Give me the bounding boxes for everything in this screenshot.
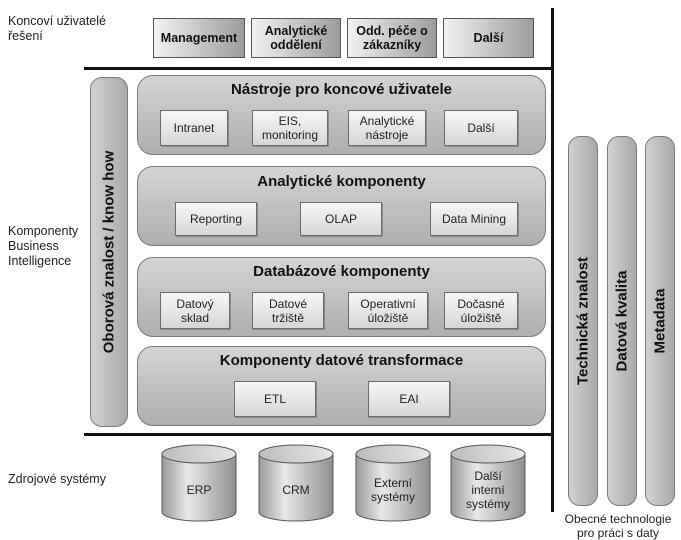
- technical-knowledge-label: Technická znalost: [574, 256, 592, 386]
- data-quality-bar: Datová kvalita: [607, 136, 637, 506]
- source-system-external: Externí systémy: [355, 444, 431, 522]
- component-olap: OLAP: [300, 202, 382, 236]
- layer-analytic-components: Analytické komponenty Reporting OLAP Dat…: [137, 166, 546, 246]
- user-solution-other: Další: [443, 18, 534, 58]
- source-system-erp-label: ERP: [186, 483, 212, 497]
- label-bi-components: Komponenty Business Intelligence: [8, 224, 79, 268]
- source-system-crm: CRM: [258, 444, 334, 522]
- user-solution-management: Management: [153, 18, 245, 58]
- component-etl: ETL: [234, 381, 316, 417]
- source-system-external-label: Externí systémy: [370, 476, 415, 504]
- component-data-mart: Datové tržiště: [252, 292, 324, 329]
- component-data-warehouse: Datový sklad: [160, 292, 230, 329]
- component-eis-monitoring: EIS, monitoring: [252, 110, 328, 146]
- source-system-crm-label: CRM: [282, 483, 310, 497]
- user-solution-customer-care: Odd. péče o zákazníky: [347, 18, 437, 58]
- layer-analytic-components-title: Analytické komponenty: [257, 173, 426, 190]
- label-end-user-solutions: Koncoví uživatelé řešení: [8, 14, 106, 43]
- component-analytic-tools: Analytické nástroje: [348, 110, 426, 146]
- layer-database-components: Databázové komponenty Datový sklad Datov…: [137, 257, 546, 337]
- component-operational-store: Operativní úložiště: [348, 292, 428, 329]
- layer-end-user-tools: Nástroje pro koncové uživatele Intranet …: [137, 75, 546, 155]
- component-reporting: Reporting: [175, 202, 257, 236]
- metadata-bar: Metadata: [645, 136, 675, 506]
- component-intranet: Intranet: [160, 110, 228, 146]
- component-staging-area: Dočasné úložiště: [444, 292, 518, 329]
- divider-bottom: [84, 433, 552, 436]
- source-system-other-internal: Další interní systémy: [450, 444, 526, 522]
- layer-data-transformation-title: Komponenty datové transformace: [219, 352, 464, 369]
- source-system-erp: ERP: [161, 444, 237, 522]
- layer-database-components-title: Databázové komponenty: [253, 263, 430, 280]
- technical-knowledge-bar: Technická znalost: [568, 136, 598, 506]
- user-solution-analytics-dept: Analytické oddělení: [251, 18, 341, 58]
- component-data-mining: Data Mining: [430, 202, 518, 236]
- component-other-tools: Další: [444, 110, 518, 146]
- data-quality-label: Datová kvalita: [613, 270, 631, 372]
- domain-knowledge-bar: Oborová znalost / know how: [90, 77, 128, 427]
- metadata-label: Metadata: [651, 288, 669, 354]
- domain-knowledge-label: Oborová znalost / know how: [100, 150, 118, 354]
- component-eai: EAI: [368, 381, 450, 417]
- divider-top: [84, 67, 552, 70]
- source-system-other-internal-label: Další interní systémy: [465, 469, 510, 511]
- layer-end-user-tools-title: Nástroje pro koncové uživatele: [231, 81, 452, 98]
- layer-data-transformation: Komponenty datové transformace ETL EAI: [137, 346, 546, 426]
- label-general-technologies: Obecné technologie pro práci s daty: [564, 512, 672, 540]
- divider-vertical: [551, 8, 554, 512]
- label-source-systems: Zdrojové systémy: [8, 472, 106, 486]
